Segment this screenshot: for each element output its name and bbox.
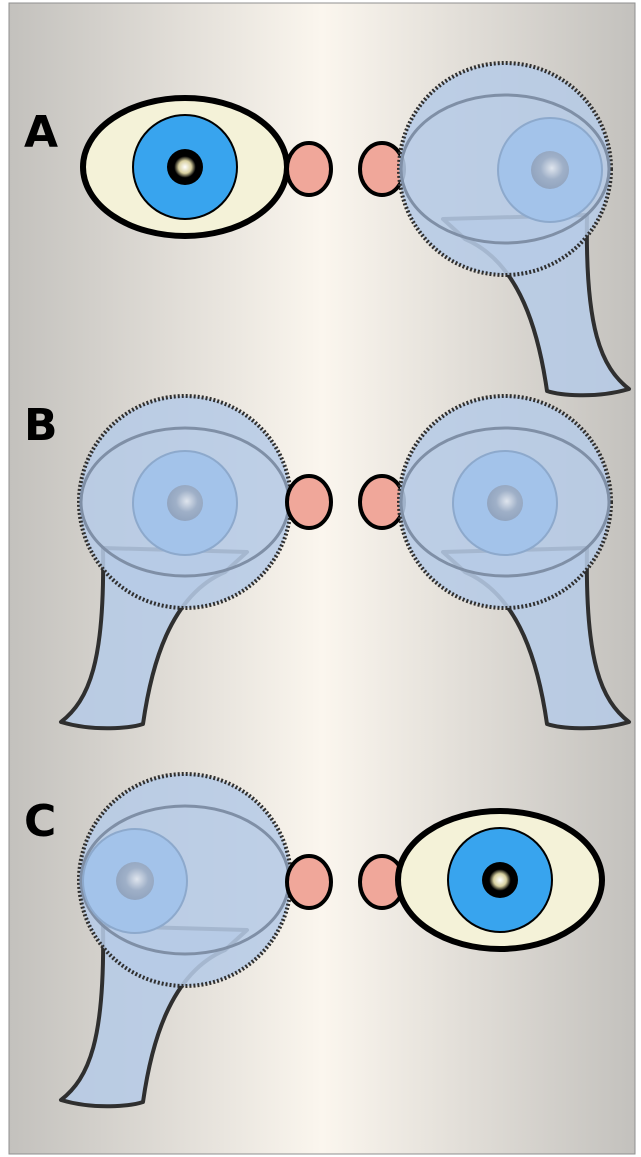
panel-label-c: C bbox=[24, 796, 56, 847]
panel-label-b: B bbox=[24, 400, 58, 451]
nose-caruncle-icon bbox=[287, 143, 331, 195]
open-eye-icon bbox=[398, 811, 602, 949]
nose-caruncle-icon bbox=[287, 476, 331, 528]
panel-label-a: A bbox=[24, 107, 58, 158]
open-eye-icon bbox=[83, 98, 287, 236]
nose-caruncle-icon bbox=[287, 856, 331, 908]
